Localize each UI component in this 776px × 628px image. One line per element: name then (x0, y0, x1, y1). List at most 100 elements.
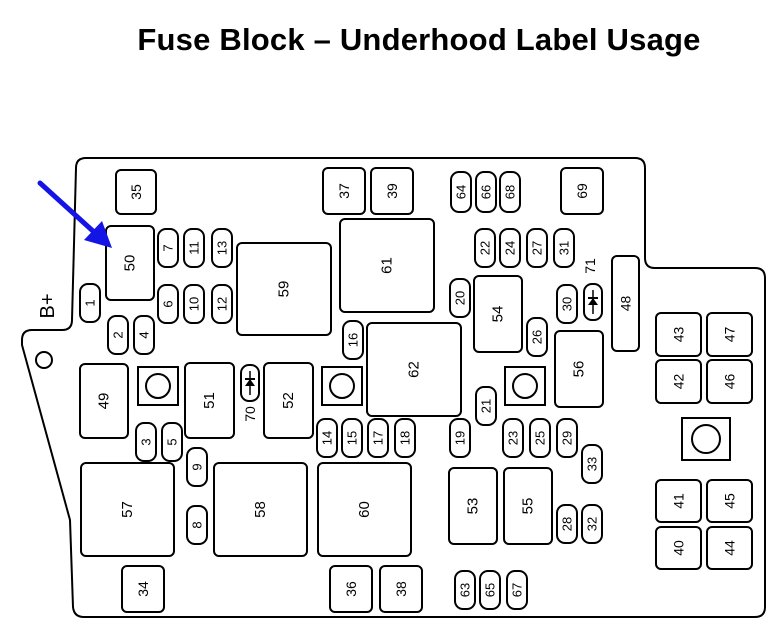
component-62-label: 62 (406, 361, 423, 378)
component-30-body (556, 284, 578, 324)
component-59-body (236, 242, 332, 336)
component-50: 50 (105, 225, 155, 301)
component-31-body (553, 228, 575, 268)
component-12-body (211, 284, 233, 324)
component-62-body (366, 322, 462, 417)
component-46-label: 46 (722, 374, 738, 390)
component-36: 36 (329, 565, 373, 613)
component-68-label: 68 (503, 185, 518, 199)
component-69-body (560, 167, 604, 215)
component-64-label: 64 (454, 185, 469, 199)
component-24-body (499, 228, 521, 268)
component-49: 49 (79, 363, 129, 439)
diode-icon (583, 283, 603, 321)
component-49-label: 49 (96, 393, 113, 410)
battery-terminal-label: B+ (37, 293, 59, 318)
component-29-label: 29 (560, 431, 575, 445)
component-8: 8 (186, 505, 208, 545)
component-22-label: 22 (478, 241, 493, 255)
component-21-body (475, 386, 497, 426)
component-41: 41 (655, 479, 702, 523)
component-41-body (655, 479, 702, 523)
component-30-label: 30 (560, 297, 575, 311)
component-33-body (581, 444, 603, 484)
component-45-label: 45 (722, 493, 738, 509)
component-27-label: 27 (530, 241, 545, 255)
component-17-body (367, 418, 389, 458)
component-13-label: 13 (215, 241, 230, 255)
component-23: 23 (502, 418, 524, 458)
pointer-arrow (37, 180, 112, 248)
component-15: 15 (341, 418, 363, 458)
empty-socket (681, 417, 731, 461)
component-7-label: 7 (161, 244, 176, 251)
component-19-label: 19 (453, 431, 468, 445)
component-18-body (394, 418, 416, 458)
component-16-body (342, 320, 364, 360)
component-38: 38 (379, 565, 423, 613)
component-68-body (499, 171, 521, 213)
component-69: 69 (560, 167, 604, 215)
component-57: 57 (80, 462, 175, 557)
component-1-body (79, 283, 101, 323)
component-23-label: 23 (506, 431, 521, 445)
component-18-label: 18 (398, 431, 413, 445)
component-39: 39 (370, 167, 414, 215)
component-10: 10 (183, 284, 205, 324)
component-50-body (105, 225, 155, 301)
component-15-label: 15 (345, 431, 360, 445)
diode-icon (240, 364, 260, 402)
component-67: 67 (506, 570, 528, 610)
component-58: 58 (213, 462, 308, 557)
component-45-body (706, 479, 753, 523)
component-71-label: 71 (582, 258, 598, 274)
component-44-label: 44 (722, 540, 738, 556)
component-39-body (370, 167, 414, 215)
component-65-label: 65 (483, 583, 498, 597)
component-34-body (121, 565, 165, 613)
component-4: 4 (133, 315, 155, 355)
component-66: 66 (475, 171, 497, 213)
component-63-label: 63 (458, 583, 473, 597)
component-48-body (611, 255, 640, 352)
empty-socket (504, 366, 546, 406)
component-12: 12 (211, 284, 233, 324)
fuse-block-outline (21, 157, 766, 618)
component-26: 26 (526, 317, 548, 357)
component-65-body (479, 570, 501, 610)
component-9: 9 (186, 447, 208, 487)
component-66-body (475, 171, 497, 213)
component-11-body (183, 228, 205, 268)
component-48: 48 (611, 255, 640, 352)
component-55-label: 55 (520, 498, 537, 515)
component-3: 3 (135, 422, 157, 462)
component-52: 52 (263, 362, 314, 439)
component-12-label: 12 (215, 297, 230, 311)
component-40: 40 (655, 526, 702, 570)
component-1-label: 1 (83, 299, 98, 306)
component-27: 27 (526, 228, 548, 268)
component-42-body (655, 359, 702, 404)
component-18: 18 (394, 418, 416, 458)
component-33-label: 33 (585, 457, 600, 471)
component-29-body (556, 418, 578, 458)
component-56-body (554, 330, 604, 408)
component-63-body (454, 570, 476, 610)
component-44-body (706, 526, 753, 570)
component-49-body (79, 363, 129, 439)
component-5-body (161, 422, 183, 462)
component-32: 32 (581, 504, 603, 544)
component-52-body (263, 362, 314, 439)
component-22-body (474, 228, 496, 268)
fuse-block-extras: B+ (37, 180, 731, 461)
component-56-label: 56 (571, 361, 588, 378)
component-35-label: 35 (128, 184, 144, 200)
component-22: 22 (474, 228, 496, 268)
component-37: 37 (322, 167, 366, 215)
component-7-body (157, 228, 179, 268)
component-10-body (183, 284, 205, 324)
component-70-label: 70 (242, 406, 258, 422)
component-24-label: 24 (503, 241, 518, 255)
component-42: 42 (655, 359, 702, 404)
